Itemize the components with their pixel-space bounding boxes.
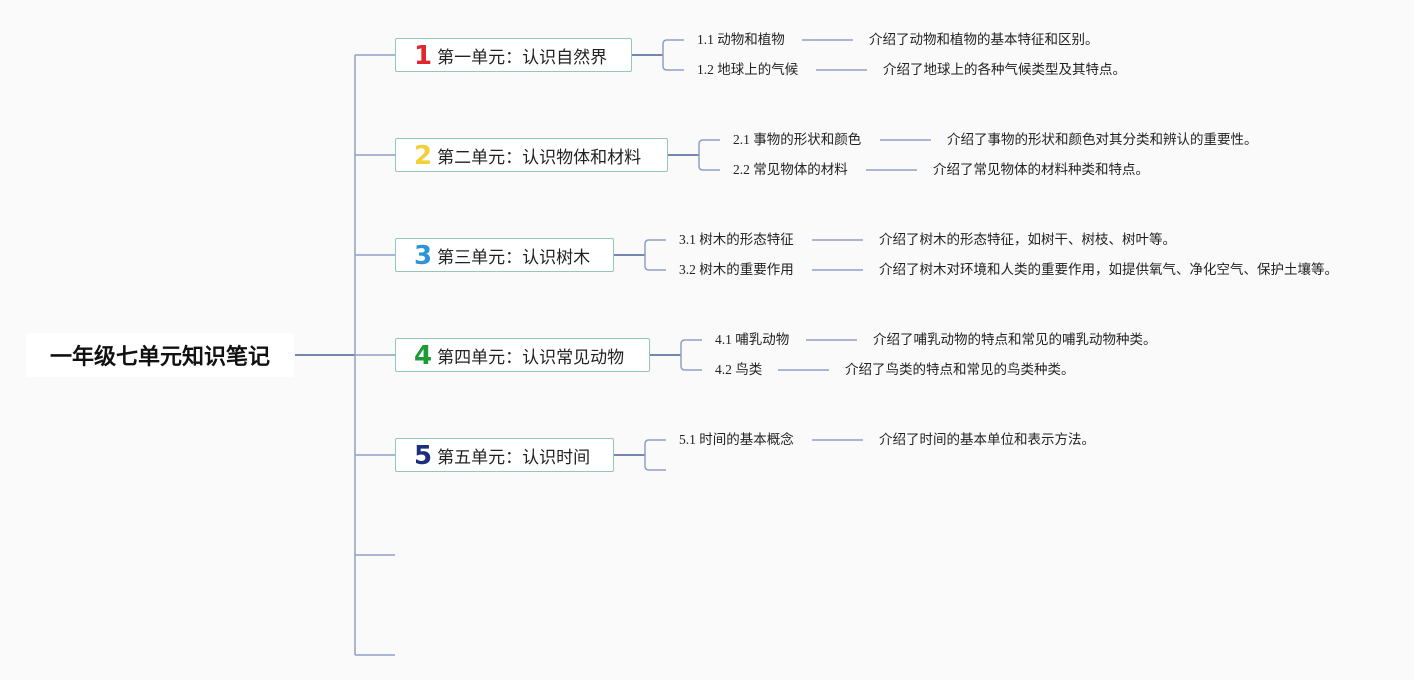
root-node[interactable]: 一年级七单元知识笔记 bbox=[26, 333, 294, 377]
unit-node-5[interactable]: 5 第五单元：认识时间 bbox=[395, 438, 614, 472]
unit-label: 第三单元：认识树木 bbox=[437, 247, 591, 268]
unit-node-2[interactable]: 2 第二单元：认识物体和材料 bbox=[395, 138, 668, 172]
number-two-icon: 2 bbox=[414, 141, 433, 171]
topic-node-2-1[interactable]: 2.1 事物的形状和颜色 bbox=[733, 132, 862, 147]
unit-label: 第一单元：认识自然界 bbox=[437, 47, 608, 68]
unit-node-1[interactable]: 1 第一单元：认识自然界 bbox=[395, 38, 632, 72]
unit-label: 第二单元：认识物体和材料 bbox=[437, 147, 642, 168]
topic-node-2-2[interactable]: 2.2 常见物体的材料 bbox=[733, 162, 848, 177]
topic-node-4-1[interactable]: 4.1 哺乳动物 bbox=[715, 332, 790, 347]
number-five-icon: 5 bbox=[414, 441, 433, 471]
unit-label: 第五单元：认识时间 bbox=[437, 447, 591, 468]
topic-node-1-1[interactable]: 1.1 动物和植物 bbox=[697, 32, 785, 47]
number-three-icon: 3 bbox=[414, 241, 433, 271]
topic-desc-3-2[interactable]: 介绍了树木对环境和人类的重要作用，如提供氧气、净化空气、保护土壤等。 bbox=[879, 262, 1338, 277]
number-four-icon: 4 bbox=[414, 341, 433, 371]
topic-node-4-2[interactable]: 4.2 鸟类 bbox=[715, 362, 763, 377]
topic-desc-4-1[interactable]: 介绍了哺乳动物的特点和常见的哺乳动物种类。 bbox=[873, 332, 1157, 347]
topic-desc-1-1[interactable]: 介绍了动物和植物的基本特征和区别。 bbox=[869, 32, 1099, 47]
topic-desc-1-2[interactable]: 介绍了地球上的各种气候类型及其特点。 bbox=[883, 62, 1126, 77]
topic-desc-2-1[interactable]: 介绍了事物的形状和颜色对其分类和辨认的重要性。 bbox=[947, 132, 1258, 147]
topic-desc-3-1[interactable]: 介绍了树木的形态特征，如树干、树枝、树叶等。 bbox=[879, 232, 1176, 247]
topic-node-3-1[interactable]: 3.1 树木的形态特征 bbox=[679, 232, 794, 247]
topic-node-5-1[interactable]: 5.1 时间的基本概念 bbox=[679, 432, 794, 447]
topic-node-3-2[interactable]: 3.2 树木的重要作用 bbox=[679, 262, 794, 277]
topic-desc-4-2[interactable]: 介绍了鸟类的特点和常见的鸟类种类。 bbox=[845, 362, 1075, 377]
unit-node-4[interactable]: 4 第四单元：认识常见动物 bbox=[395, 338, 650, 372]
topic-node-1-2[interactable]: 1.2 地球上的气候 bbox=[697, 62, 799, 77]
topic-desc-2-2[interactable]: 介绍了常见物体的材料种类和特点。 bbox=[933, 162, 1149, 177]
root-title: 一年级七单元知识笔记 bbox=[49, 345, 270, 370]
number-one-icon: 1 bbox=[414, 41, 433, 71]
unit-node-3[interactable]: 3 第三单元：认识树木 bbox=[395, 238, 614, 272]
unit-label: 第四单元：认识常见动物 bbox=[437, 347, 625, 368]
topic-desc-5-1[interactable]: 介绍了时间的基本单位和表示方法。 bbox=[879, 432, 1095, 447]
